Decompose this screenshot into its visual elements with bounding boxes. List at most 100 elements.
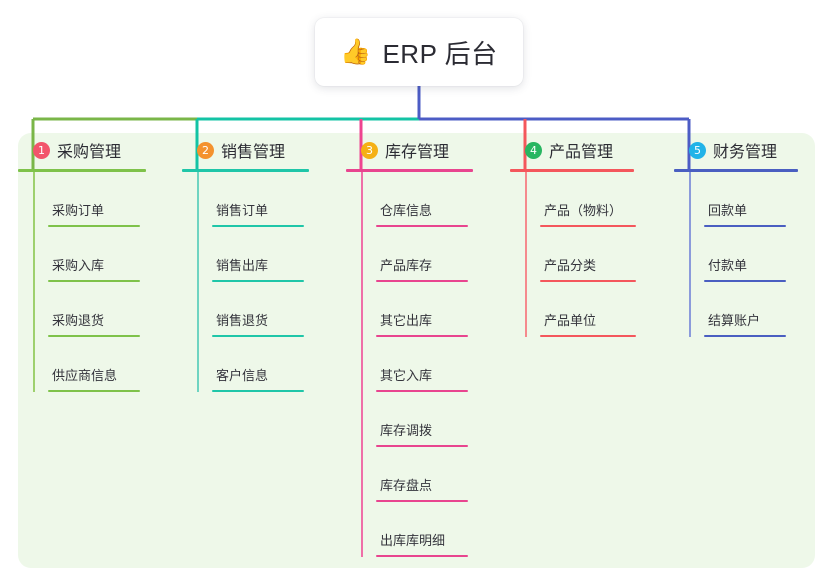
branch-spine: [361, 172, 363, 557]
diagram-background-panel: [18, 133, 815, 568]
branch-spine: [197, 172, 199, 392]
branch-spine: [33, 172, 35, 392]
branch-item[interactable]: 采购入库: [33, 227, 168, 282]
branch-item[interactable]: 采购订单: [33, 172, 168, 227]
branch-item-label: 结算账户: [708, 313, 761, 328]
branch-item-label: 回款单: [708, 203, 748, 218]
branch-item-label: 销售订单: [216, 203, 269, 218]
branch-spine: [525, 172, 527, 337]
branch-item[interactable]: 结算账户: [689, 282, 816, 337]
branch-item-rule: [48, 390, 140, 392]
branch-header-1[interactable]: 1 采购管理: [18, 133, 168, 167]
branch-items: 产品（物料） 产品分类产品单位: [510, 172, 660, 337]
branch-item-rule: [376, 500, 468, 502]
branch-item-label: 库存盘点: [380, 478, 433, 493]
branch-item[interactable]: 客户信息: [197, 337, 332, 392]
branch-item-rule: [704, 225, 786, 227]
branch-item[interactable]: 其它出库: [361, 282, 496, 337]
branch-header-rule: [674, 169, 798, 172]
branch-item-label: 出库库明细: [380, 533, 446, 548]
branch-title: 采购管理: [57, 144, 122, 161]
branch-items: 采购订单采购入库采购退货供应商信息: [18, 172, 168, 392]
branch-items: 仓库信息产品库存其它出库其它入库库存调拨库存盘点出库库明细: [346, 172, 496, 557]
branch-item-label: 销售退货: [216, 313, 269, 328]
branch-item-rule: [376, 390, 468, 392]
branch-header-rule: [182, 169, 309, 172]
branch-item-label: 产品库存: [380, 258, 433, 273]
branch-header-3[interactable]: 3 库存管理: [346, 133, 496, 167]
branch-number-badge: 3: [361, 141, 378, 159]
branch-item-rule: [212, 225, 304, 227]
branch-column-4: 4 产品管理产品（物料） 产品分类产品单位: [510, 133, 660, 337]
branch-item-label: 产品（物料）: [544, 203, 623, 218]
branch-item-rule: [376, 555, 468, 557]
branch-spine: [689, 172, 691, 337]
branch-item[interactable]: 销售出库: [197, 227, 332, 282]
branch-item-label: 付款单: [708, 258, 748, 273]
branch-item[interactable]: 出库库明细: [361, 502, 496, 557]
branch-item-rule: [540, 225, 636, 227]
root-node-card[interactable]: 👍 ERP 后台: [315, 18, 523, 86]
branch-column-1: 1 采购管理采购订单采购入库采购退货供应商信息: [18, 133, 168, 392]
branch-title: 销售管理: [221, 144, 286, 161]
branch-item-label: 其它入库: [380, 368, 433, 383]
branch-item-label: 仓库信息: [380, 203, 433, 218]
branch-item[interactable]: 产品分类: [525, 227, 660, 282]
branch-number-badge: 1: [33, 141, 50, 159]
branch-item[interactable]: 仓库信息: [361, 172, 496, 227]
branch-item-rule: [376, 280, 468, 282]
branch-header-rule: [510, 169, 634, 172]
branch-item-rule: [212, 390, 304, 392]
branch-item[interactable]: 产品库存: [361, 227, 496, 282]
branch-item-rule: [704, 335, 786, 337]
branch-item[interactable]: 产品单位: [525, 282, 660, 337]
branch-item-rule: [48, 335, 140, 337]
branch-item-label: 产品单位: [544, 313, 597, 328]
branch-header-4[interactable]: 4 产品管理: [510, 133, 660, 167]
branch-item[interactable]: 回款单: [689, 172, 816, 227]
branch-item-label: 采购退货: [52, 313, 105, 328]
branch-item[interactable]: 产品（物料）: [525, 172, 660, 227]
branch-item[interactable]: 其它入库: [361, 337, 496, 392]
branch-item-label: 采购入库: [52, 258, 105, 273]
branch-item[interactable]: 库存盘点: [361, 447, 496, 502]
branch-title: 产品管理: [549, 144, 614, 161]
branch-header-rule: [18, 169, 146, 172]
branch-number-badge: 4: [525, 141, 542, 159]
branch-column-5: 5 财务管理回款单付款单结算账户: [674, 133, 816, 337]
branch-item-label: 客户信息: [216, 368, 269, 383]
branch-item[interactable]: 供应商信息: [33, 337, 168, 392]
branch-header-rule: [346, 169, 473, 172]
branch-item-rule: [704, 280, 786, 282]
branch-item-rule: [376, 335, 468, 337]
branch-number-badge: 5: [689, 141, 706, 159]
branch-item-label: 供应商信息: [52, 368, 118, 383]
branch-item-label: 销售出库: [216, 258, 269, 273]
branch-item-rule: [48, 280, 140, 282]
branch-item-rule: [212, 280, 304, 282]
branch-item-rule: [540, 335, 636, 337]
branch-item[interactable]: 销售订单: [197, 172, 332, 227]
thumbs-up-icon: 👍: [340, 37, 372, 66]
branch-title: 库存管理: [385, 144, 450, 161]
branch-item-rule: [376, 445, 468, 447]
branch-column-3: 3 库存管理仓库信息产品库存其它出库其它入库库存调拨库存盘点出库库明细: [346, 133, 496, 557]
root-node-title: ERP 后台: [382, 38, 498, 69]
branch-item[interactable]: 库存调拨: [361, 392, 496, 447]
branch-item-label: 采购订单: [52, 203, 105, 218]
branch-title: 财务管理: [713, 144, 778, 161]
branch-item[interactable]: 付款单: [689, 227, 816, 282]
branch-item[interactable]: 采购退货: [33, 282, 168, 337]
branch-item[interactable]: 销售退货: [197, 282, 332, 337]
branch-header-5[interactable]: 5 财务管理: [674, 133, 816, 167]
branch-item-label: 库存调拨: [380, 423, 433, 438]
branch-item-rule: [540, 280, 636, 282]
branch-items: 回款单付款单结算账户: [674, 172, 816, 337]
branch-item-rule: [48, 225, 140, 227]
branch-item-rule: [376, 225, 468, 227]
branch-item-label: 其它出库: [380, 313, 433, 328]
